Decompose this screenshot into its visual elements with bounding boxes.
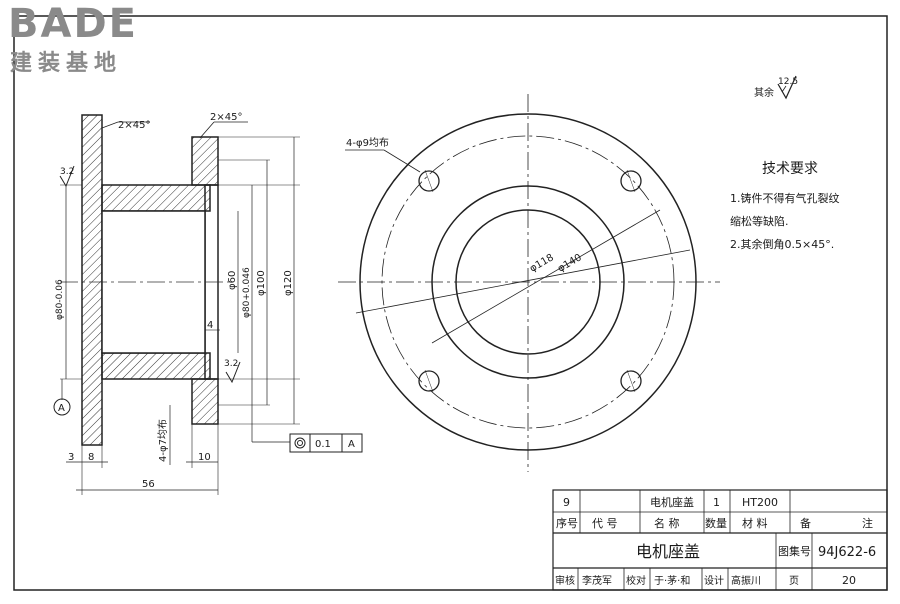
- surface-value-label: 12.5: [778, 77, 798, 87]
- part-qty: 1: [713, 496, 720, 509]
- right-rim-bottom: [191, 378, 219, 425]
- header-name: 名 称: [654, 516, 680, 530]
- dim-118-label: φ118: [528, 252, 556, 274]
- datum-a-label: A: [58, 403, 65, 414]
- brand-subtitle: 建装基地: [10, 51, 123, 76]
- design-label: 设计: [704, 574, 724, 587]
- left-flange: [81, 114, 103, 446]
- atlas-number: 94J622-6: [818, 545, 876, 560]
- check-signature: 于·茅·和: [654, 575, 690, 587]
- dim-56-label: 56: [142, 479, 155, 490]
- check-label: 校对: [626, 574, 646, 587]
- dim-8-label: 8: [88, 452, 94, 463]
- dim-10-label: 10: [198, 452, 211, 463]
- roughness-symbol-icon: [777, 75, 797, 100]
- header-note-a: 备: [800, 516, 811, 530]
- dim-d60-label: φ60: [227, 271, 238, 290]
- tolerance-frame: [289, 433, 363, 453]
- header-code: 代 号: [592, 517, 618, 530]
- part-material: HT200: [742, 496, 778, 509]
- bolt-hole-tl: [418, 170, 440, 192]
- review-signature: 李茂军: [582, 574, 612, 587]
- bolt-hole-br: [620, 370, 642, 392]
- bore-circle: [455, 209, 601, 355]
- title-block: [552, 489, 888, 591]
- roughness-top-label: 3.2: [60, 167, 74, 177]
- brand-logo: BADE: [8, 1, 138, 47]
- dim-4-label: 4: [207, 320, 213, 331]
- drawing-frame: [13, 15, 888, 591]
- design-signature: 高振川: [731, 574, 761, 587]
- tolerance-datum-label: A: [348, 439, 355, 450]
- part-name: 电机座盖: [650, 495, 694, 509]
- tech-req-line3: 2.其余倒角0.5×45°.: [730, 237, 834, 251]
- chamfer-right-label: 2×45°: [210, 112, 242, 123]
- drawing-title: 电机座盖: [636, 542, 700, 561]
- top-body-wall: [101, 184, 211, 212]
- outer-circle-d140: [359, 113, 697, 451]
- header-qty: 数量: [705, 517, 727, 530]
- bottom-body-wall: [101, 352, 211, 380]
- dim-d120-label: φ120: [283, 270, 294, 296]
- header-material: 材 料: [742, 516, 768, 530]
- atlas-label: 图集号: [778, 544, 811, 558]
- surface-prefix-label: 其余: [754, 86, 774, 99]
- datum-a-marker: [53, 398, 71, 416]
- dim-3-label: 3: [68, 452, 74, 463]
- bolt-circle: [381, 135, 675, 429]
- tech-req-line1: 1.铸件不得有气孔裂纹: [730, 191, 840, 205]
- rim-circle-d118: [431, 185, 625, 379]
- header-seq: 序号: [556, 516, 578, 530]
- part-seq: 9: [563, 496, 570, 509]
- section-view: [53, 114, 300, 495]
- review-label: 审核: [555, 574, 575, 587]
- bolt-hole-tr: [620, 170, 642, 192]
- front-holes-note-label: 4-φ9均布: [346, 137, 389, 149]
- page-number: 20: [842, 574, 856, 587]
- right-rim-top: [191, 136, 219, 186]
- holes-note-label: 4-φ7均布: [157, 419, 169, 462]
- tolerance-value-label: 0.1: [315, 439, 331, 450]
- dim-d80-left-label: φ80-0.06: [55, 279, 65, 320]
- bolt-hole-bl: [418, 370, 440, 392]
- dim-d100-label: φ100: [256, 270, 267, 296]
- dim-d80-right-label: φ80+0.046: [242, 267, 252, 318]
- tech-req-line2: 缩松等缺陷.: [730, 214, 789, 228]
- concentricity-icon: [294, 437, 306, 449]
- tech-req-title: 技术要求: [762, 161, 818, 177]
- page-label: 页: [789, 575, 799, 587]
- chamfer-left-label: 2×45°: [118, 120, 150, 131]
- header-note-b: 注: [862, 516, 873, 530]
- dim-140-label: φ140: [556, 252, 584, 274]
- roughness-bottom-label: 3.2: [224, 359, 238, 369]
- front-view: [338, 94, 720, 472]
